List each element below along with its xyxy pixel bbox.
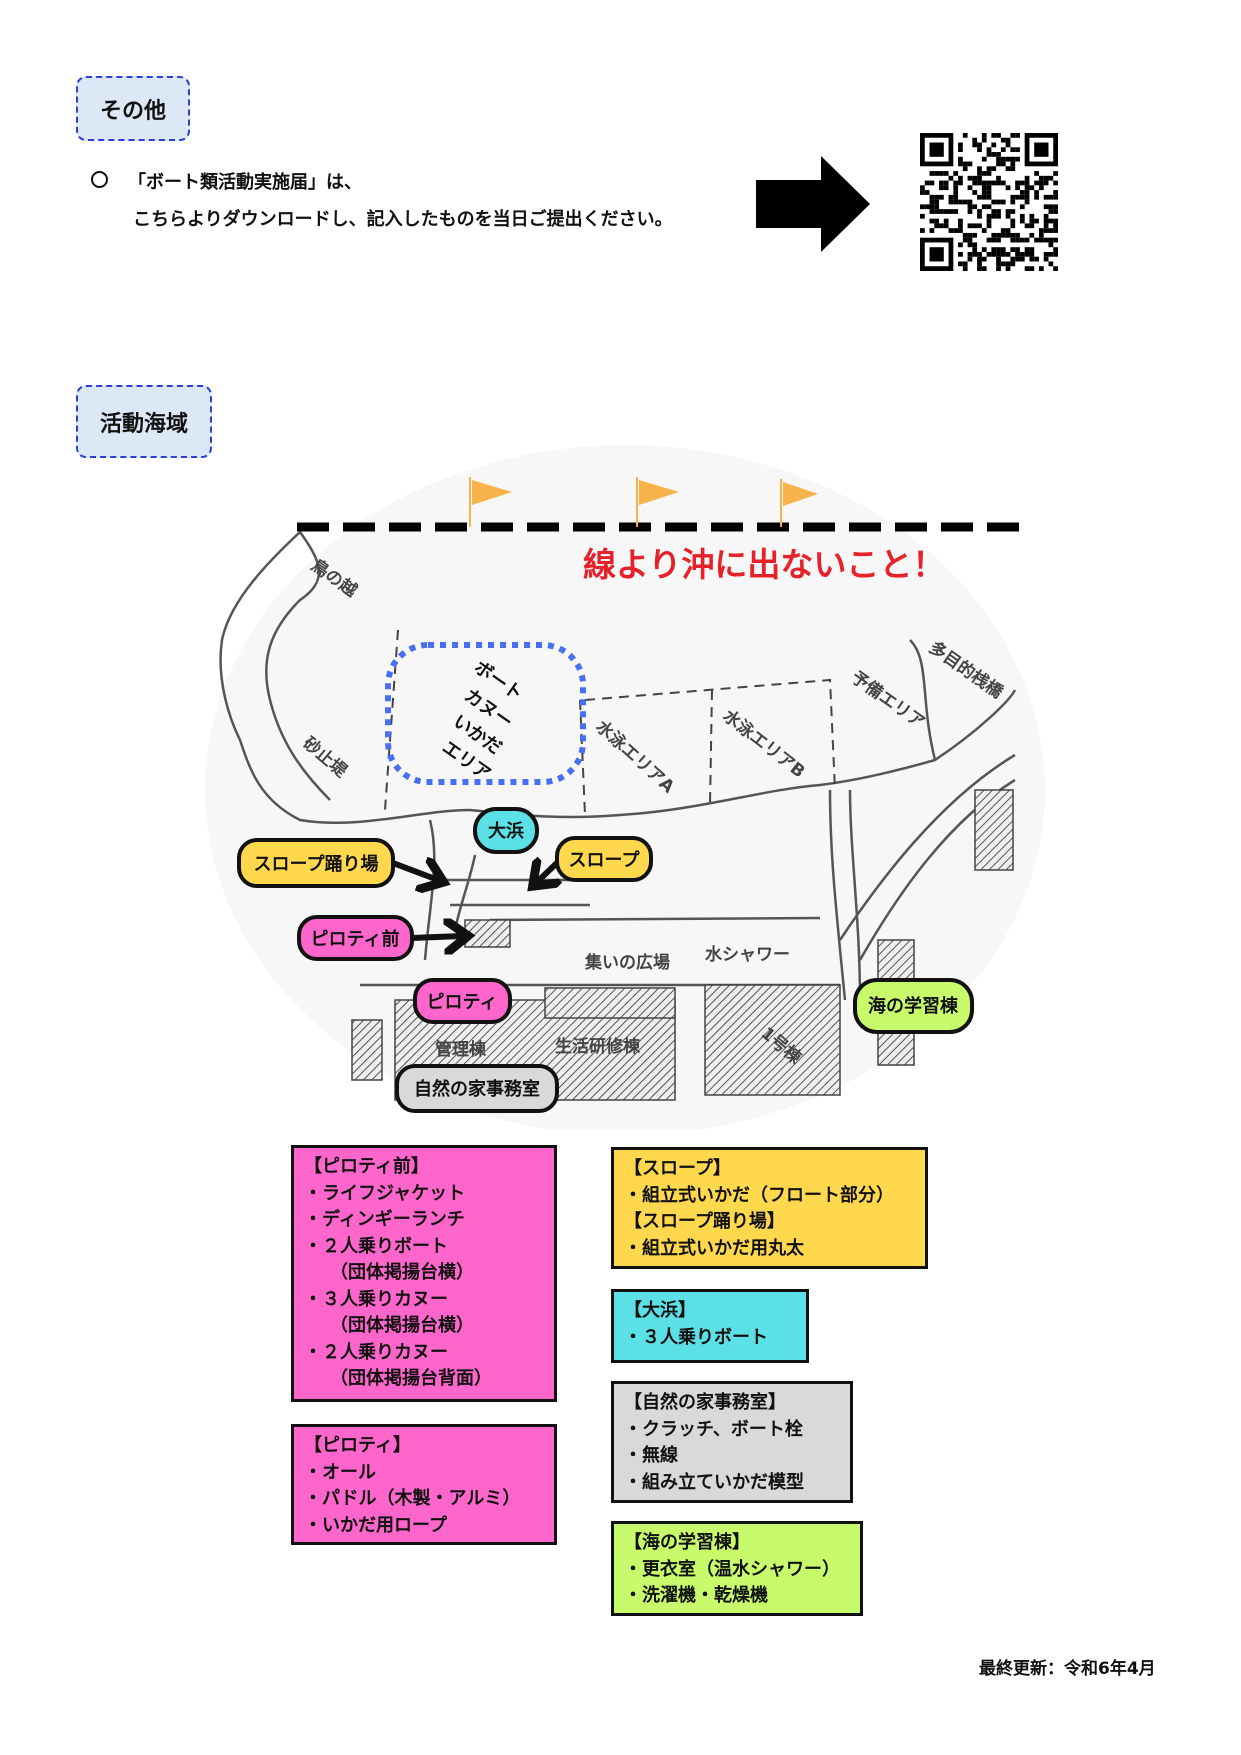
legend-title: 【スロープ踊り場】 bbox=[624, 1211, 785, 1232]
legend-office: 【自然の家事務室】 ・クラッチ、ボート栓 ・無線 ・組み立ていかだ模型 bbox=[611, 1381, 853, 1503]
tag-label: スロープ踊り場 bbox=[254, 853, 379, 875]
tag-ohama[interactable]: 大浜 bbox=[473, 807, 539, 854]
flag-icon bbox=[636, 477, 679, 527]
section-label-other: その他 bbox=[76, 76, 190, 141]
legend-item: ・無線 bbox=[624, 1445, 678, 1466]
legend-item: ・洗濯機・乾燥機 bbox=[624, 1585, 768, 1606]
legend-piloti-front: 【ピロティ前】 ・ライフジャケット ・ディンギーランチ ・２人乗りボート （団体… bbox=[291, 1145, 557, 1402]
offshore-warning: 線より沖に出ないこと！ bbox=[583, 545, 945, 584]
arrow-piloti-front-icon bbox=[409, 936, 462, 938]
flag-icon bbox=[780, 479, 818, 527]
legend-title: 【海の学習棟】 bbox=[624, 1532, 750, 1553]
area-dividers bbox=[384, 629, 836, 816]
arrow-slope-landing-icon bbox=[390, 863, 438, 880]
legend-ohama: 【大浜】 ・３人乗りボート bbox=[611, 1289, 809, 1363]
tag-slope[interactable]: スロープ bbox=[555, 836, 653, 882]
tag-office[interactable]: 自然の家事務室 bbox=[395, 1064, 559, 1113]
section-label-area: 活動海域 bbox=[76, 385, 212, 458]
map-label-plaza: 集いの広場 bbox=[584, 952, 670, 973]
tag-slope-landing[interactable]: スロープ踊り場 bbox=[237, 838, 395, 888]
map-label-admin: 管理棟 bbox=[435, 1039, 487, 1060]
legend-title: 【スロープ】 bbox=[624, 1158, 731, 1179]
map-label-training: 生活研修棟 bbox=[555, 1036, 641, 1057]
form-note-line2: こちらよりダウンロードし、記入したものを当日ご提出ください。 bbox=[133, 209, 673, 230]
map-label-shower: 水シャワー bbox=[705, 944, 790, 965]
legend-item: ・オール bbox=[304, 1461, 376, 1483]
legend-slope: 【スロープ】 ・組立式いかだ（フロート部分） 【スロープ踊り場】 ・組立式いかだ… bbox=[611, 1147, 928, 1269]
legend-item: ・パドル（木製・アルミ） bbox=[304, 1488, 521, 1509]
section-title: 活動海域 bbox=[99, 411, 188, 437]
tag-label: ピロティ前 bbox=[311, 928, 400, 950]
legend-item: ・２人乗りカヌー bbox=[304, 1341, 448, 1363]
legend-item: ・いかだ用ロープ bbox=[304, 1514, 447, 1536]
form-note-line1: 「ボート類活動実施届」は、 bbox=[128, 172, 362, 193]
legend-item: （団体掲揚台横） bbox=[330, 1262, 474, 1283]
tag-label: ピロティ bbox=[427, 992, 498, 1013]
tag-label: スロープ bbox=[569, 849, 641, 871]
legend-item: ・３人乗りボート bbox=[624, 1326, 768, 1348]
map-background bbox=[205, 445, 1045, 1130]
qr-code[interactable] bbox=[919, 133, 1059, 271]
tag-label: 海の学習棟 bbox=[868, 995, 959, 1017]
legend-sea-hall: 【海の学習棟】 ・更衣室（温水シャワー） ・洗濯機・乾燥機 bbox=[611, 1521, 863, 1616]
flag-icon bbox=[469, 477, 512, 527]
legend-item: ・組み立ていかだ模型 bbox=[624, 1471, 804, 1493]
legend-item: ・３人乗りカヌー bbox=[304, 1288, 448, 1310]
legend-item: （団体掲揚台背面） bbox=[330, 1368, 492, 1389]
legend-item: ・ライフジャケット bbox=[304, 1182, 466, 1204]
last-updated: 最終更新：令和6年4月 bbox=[979, 1659, 1156, 1679]
legend-title: 【大浜】 bbox=[624, 1300, 696, 1321]
legend-title: 【自然の家事務室】 bbox=[624, 1392, 786, 1413]
tag-sea-hall[interactable]: 海の学習棟 bbox=[853, 978, 974, 1034]
legend-piloti: 【ピロティ】 ・オール ・パドル（木製・アルミ） ・いかだ用ロープ bbox=[291, 1424, 557, 1545]
legend-item: ・組立式いかだ用丸太 bbox=[624, 1237, 804, 1259]
legend-item: ・クラッチ、ボート栓 bbox=[624, 1418, 803, 1440]
legend-item: ・２人乗りボート bbox=[304, 1235, 448, 1257]
legend-item: ・組立式いかだ（フロート部分） bbox=[624, 1184, 894, 1206]
tag-label: 自然の家事務室 bbox=[414, 1078, 540, 1100]
legend-item: （団体掲揚台横） bbox=[330, 1315, 474, 1336]
tag-label: 大浜 bbox=[488, 820, 524, 842]
activity-area-map: 鳥の越 砂止堤 水泳エリアA 水泳エリアB 予備エリア 多目的桟橋 集いの広場 … bbox=[205, 445, 1045, 1130]
legend-title: 【ピロティ】 bbox=[304, 1435, 411, 1456]
legend-item: ・ディンギーランチ bbox=[304, 1209, 465, 1230]
legend-title: 【ピロティ前】 bbox=[304, 1156, 429, 1177]
arrow-right-icon bbox=[756, 156, 870, 252]
bullet-circle-icon bbox=[91, 171, 108, 188]
tag-piloti-front[interactable]: ピロティ前 bbox=[297, 915, 414, 961]
legend-item: ・更衣室（温水シャワー） bbox=[624, 1558, 840, 1580]
section-title: その他 bbox=[99, 98, 166, 124]
tag-piloti[interactable]: ピロティ bbox=[413, 978, 512, 1024]
boat-area-outline bbox=[385, 642, 586, 785]
